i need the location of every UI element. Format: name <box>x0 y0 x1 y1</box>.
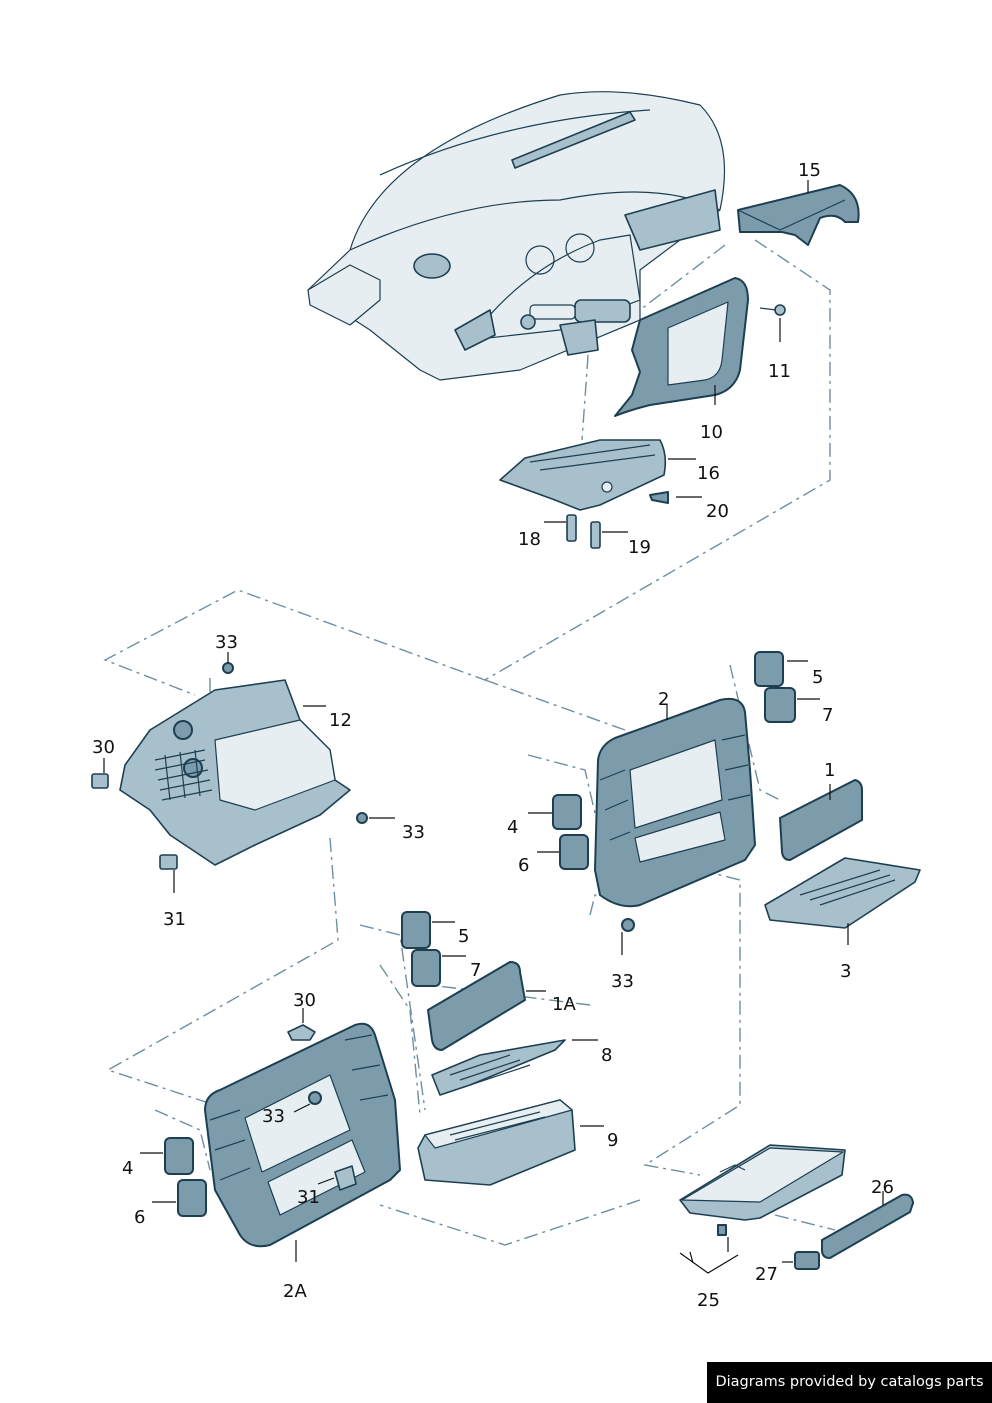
part-9-storage-box: 9 <box>417 1099 618 1186</box>
part-3-tray: 3 <box>764 857 921 982</box>
part-5-cap-a: 5 <box>754 651 823 688</box>
callout-12: 12 <box>329 710 352 731</box>
part-4-cap-b: 4 <box>122 1137 194 1179</box>
callout-4-b: 4 <box>122 1158 133 1179</box>
callout-7-a: 7 <box>822 705 833 726</box>
callout-4-a: 4 <box>507 817 518 838</box>
part-1-panel: 1 <box>779 760 863 861</box>
callout-30-b: 30 <box>293 990 316 1011</box>
callout-5-a: 5 <box>812 667 823 688</box>
callout-33-d: 33 <box>262 1106 285 1127</box>
callout-27: 27 <box>755 1264 778 1285</box>
part-4-cap-a: 4 <box>507 794 582 838</box>
part-31-clip-b: 31 <box>297 1165 357 1208</box>
callout-11: 11 <box>768 361 791 382</box>
part-33-screw-b: 33 <box>356 812 425 843</box>
dashboard-overview <box>307 91 726 381</box>
part-12-center-housing: 12 <box>119 679 352 866</box>
callout-25: 25 <box>697 1290 720 1311</box>
callout-6-a: 6 <box>518 855 529 876</box>
part-33-screw-d: 33 <box>262 1091 322 1127</box>
callout-1A: 1A <box>552 994 576 1015</box>
attribution-banner: Diagrams provided by catalogs parts <box>707 1362 992 1403</box>
part-18-bolt: 18 <box>518 514 577 550</box>
part-2-trim-frame: 2 <box>594 689 756 908</box>
part-7-cap-b: 7 <box>411 949 481 987</box>
callout-33-b: 33 <box>402 822 425 843</box>
part-11-screw: 11 <box>759 304 791 382</box>
callout-3: 3 <box>840 961 851 982</box>
grille-detail <box>154 749 213 801</box>
part-6-cap-a: 6 <box>518 834 589 876</box>
assembly-dash-lines <box>103 239 836 1246</box>
part-2A-trim-frame: 2A <box>204 1022 401 1302</box>
callout-8: 8 <box>601 1045 612 1066</box>
part-10-frame-trim: 10 <box>614 277 749 443</box>
callout-33-c: 33 <box>611 971 634 992</box>
callout-15: 15 <box>798 160 821 181</box>
part-33-screw-c: 33 <box>611 918 635 992</box>
part-30-clip-a: 30 <box>91 737 115 789</box>
part-8-mat: 8 <box>431 1039 612 1096</box>
callout-5-b: 5 <box>458 926 469 947</box>
part-33-screw-a: 33 <box>215 632 238 674</box>
callout-19: 19 <box>628 537 651 558</box>
part-1A-panel: 1A <box>427 961 576 1051</box>
callout-7-b: 7 <box>470 960 481 981</box>
callout-31-a: 31 <box>163 909 186 930</box>
part-26-strip: 26 <box>821 1177 914 1259</box>
callout-10: 10 <box>700 422 723 443</box>
part-31-clip-a: 31 <box>159 854 186 930</box>
part-7-cap-a: 7 <box>764 687 833 726</box>
callout-2: 2 <box>658 689 669 710</box>
callout-2A: 2A <box>283 1281 307 1302</box>
part-5-cap-b: 5 <box>401 911 469 949</box>
part-16-column-shroud: 16 <box>499 439 720 511</box>
callout-16: 16 <box>697 463 720 484</box>
part-30-clip-b: 30 <box>287 990 316 1041</box>
part-19-bolt: 19 <box>590 521 651 558</box>
part-25-control-unit: 25 <box>679 1144 846 1311</box>
part-15-column-cover: 15 <box>737 160 860 246</box>
callout-9: 9 <box>607 1130 618 1151</box>
callout-1: 1 <box>824 760 835 781</box>
callout-20: 20 <box>706 501 729 522</box>
callout-30-a: 30 <box>92 737 115 758</box>
callout-18: 18 <box>518 529 541 550</box>
part-27-cap: 27 <box>755 1251 820 1285</box>
part-20-screw: 20 <box>649 491 729 522</box>
part-6-cap-b: 6 <box>134 1179 207 1228</box>
callout-6-b: 6 <box>134 1207 145 1228</box>
callout-33-a: 33 <box>215 632 238 653</box>
callout-31-b: 31 <box>297 1187 320 1208</box>
callout-26: 26 <box>871 1177 894 1198</box>
